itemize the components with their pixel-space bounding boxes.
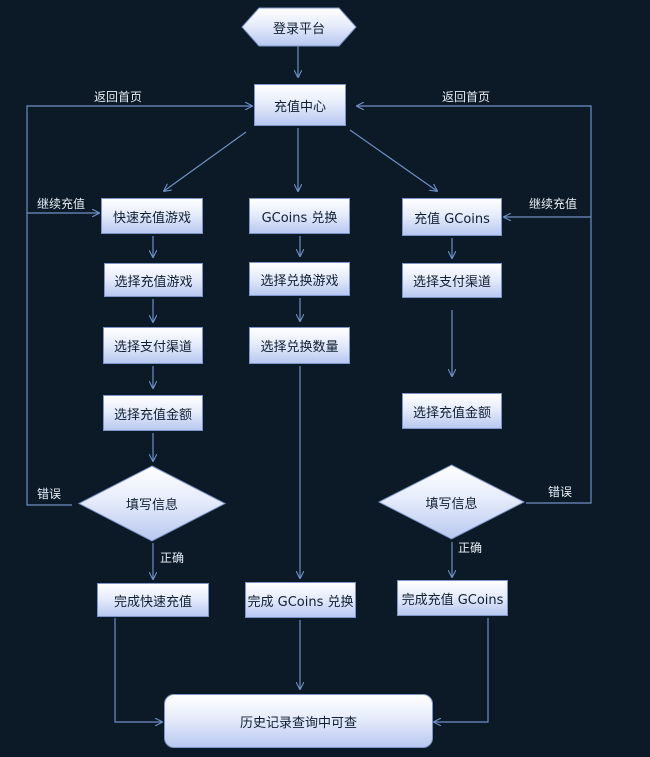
select-pay-channel-right: 选择支付渠道 bbox=[402, 263, 502, 298]
complete-gcoins-exchange: 完成 GCoins 兑换 bbox=[245, 582, 356, 618]
select-recharge-game: 选择充值游戏 bbox=[104, 263, 203, 297]
select-exchange-amount: 选择兑换数量 bbox=[249, 327, 350, 364]
arrow-complete-left-to-history bbox=[114, 618, 162, 722]
label-continue-right: 继续充值 bbox=[529, 197, 578, 211]
arrow-error-right-back-home bbox=[357, 106, 592, 504]
fill-info-right: 填写信息 bbox=[425, 496, 478, 512]
label-back-home-right: 返回首页 bbox=[442, 90, 491, 104]
login-platform: 登录平台 bbox=[272, 21, 325, 37]
arrow-center-to-recharge-gcoins bbox=[349, 129, 437, 191]
quick-recharge-game: 快速充值游戏 bbox=[101, 198, 203, 234]
label-error-right: 错误 bbox=[548, 485, 573, 499]
label-correct-left: 正确 bbox=[160, 551, 185, 565]
arrow-center-to-quick bbox=[164, 131, 247, 191]
fill-info-left: 填写信息 bbox=[125, 498, 178, 513]
select-pay-channel-left: 选择支付渠道 bbox=[103, 327, 203, 364]
fill-info-right-diamond bbox=[377, 464, 526, 540]
label-correct-right: 正确 bbox=[458, 541, 483, 555]
select-recharge-amount-right: 选择充值金额 bbox=[402, 393, 502, 429]
history-query: 历史记录查询中可查 bbox=[164, 694, 433, 748]
recharge-gcoins: 充值 GCoins bbox=[402, 198, 502, 236]
fill-info-left-diamond bbox=[77, 465, 227, 542]
arrow-complete-right-to-history bbox=[434, 618, 489, 722]
arrow-error-left-back-home bbox=[26, 106, 252, 506]
gcoins-exchange: GCoins 兑换 bbox=[249, 198, 350, 234]
complete-quick-recharge: 完成快速充值 bbox=[97, 583, 209, 617]
label-error-left: 错误 bbox=[37, 487, 62, 501]
login-hexagon bbox=[241, 7, 357, 47]
label-back-home-left: 返回首页 bbox=[94, 90, 143, 104]
recharge-center: 充值中心 bbox=[254, 84, 346, 126]
select-exchange-game: 选择兑换游戏 bbox=[249, 262, 350, 296]
select-recharge-amount-left: 选择充值金额 bbox=[103, 395, 203, 431]
complete-recharge-gcoins: 完成充值 GCoins bbox=[397, 580, 508, 616]
label-continue-left: 继续充值 bbox=[37, 197, 86, 211]
